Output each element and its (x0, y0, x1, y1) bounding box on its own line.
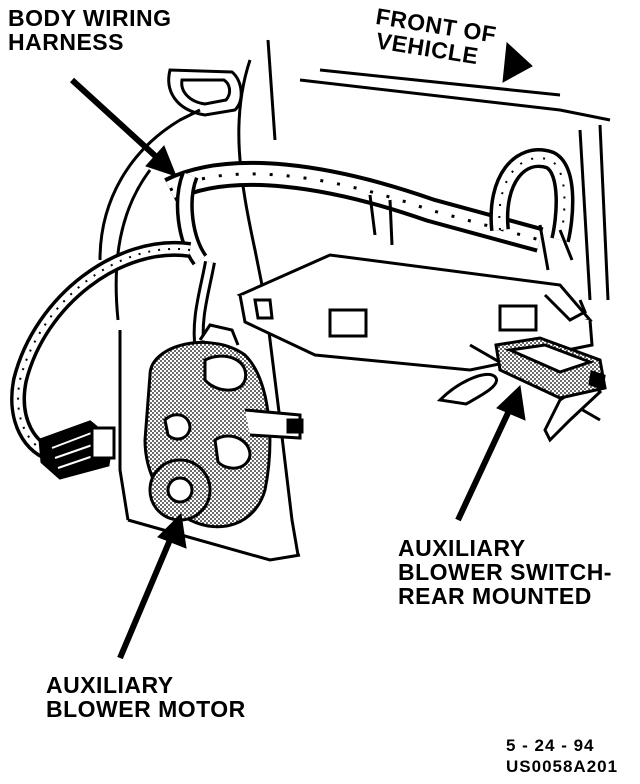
switch-arrowhead (496, 384, 526, 421)
front-direction-arrow (502, 41, 533, 83)
label-line: AUXILIARY (46, 672, 174, 698)
label-line: BODY WIRING (8, 5, 172, 31)
figure-code: US0058A201 (506, 757, 619, 776)
label-auxiliary-blower-motor: AUXILIARY BLOWER MOTOR (46, 673, 246, 721)
harness-arrowhead (145, 145, 177, 177)
blower-switch (494, 336, 607, 400)
leader-arrows (69, 41, 533, 660)
label-body-wiring-harness: BODY WIRING HARNESS (8, 6, 172, 54)
label-line: REAR MOUNTED (398, 583, 592, 610)
label-auxiliary-blower-switch: AUXILIARY BLOWER SWITCH- REAR MOUNTED (398, 535, 612, 610)
label-line: AUXILIARY (398, 535, 526, 561)
wire-connector (38, 420, 116, 480)
label-line: BLOWER MOTOR (46, 696, 246, 723)
blower-motor (143, 323, 304, 529)
support-bracket (236, 253, 603, 443)
label-line: BLOWER SWITCH- (398, 559, 612, 586)
motor-arrowhead (157, 512, 187, 549)
body-wiring-harness (164, 148, 587, 322)
figure-date: 5 - 24 - 94 (506, 736, 595, 755)
label-line: HARNESS (8, 29, 124, 56)
